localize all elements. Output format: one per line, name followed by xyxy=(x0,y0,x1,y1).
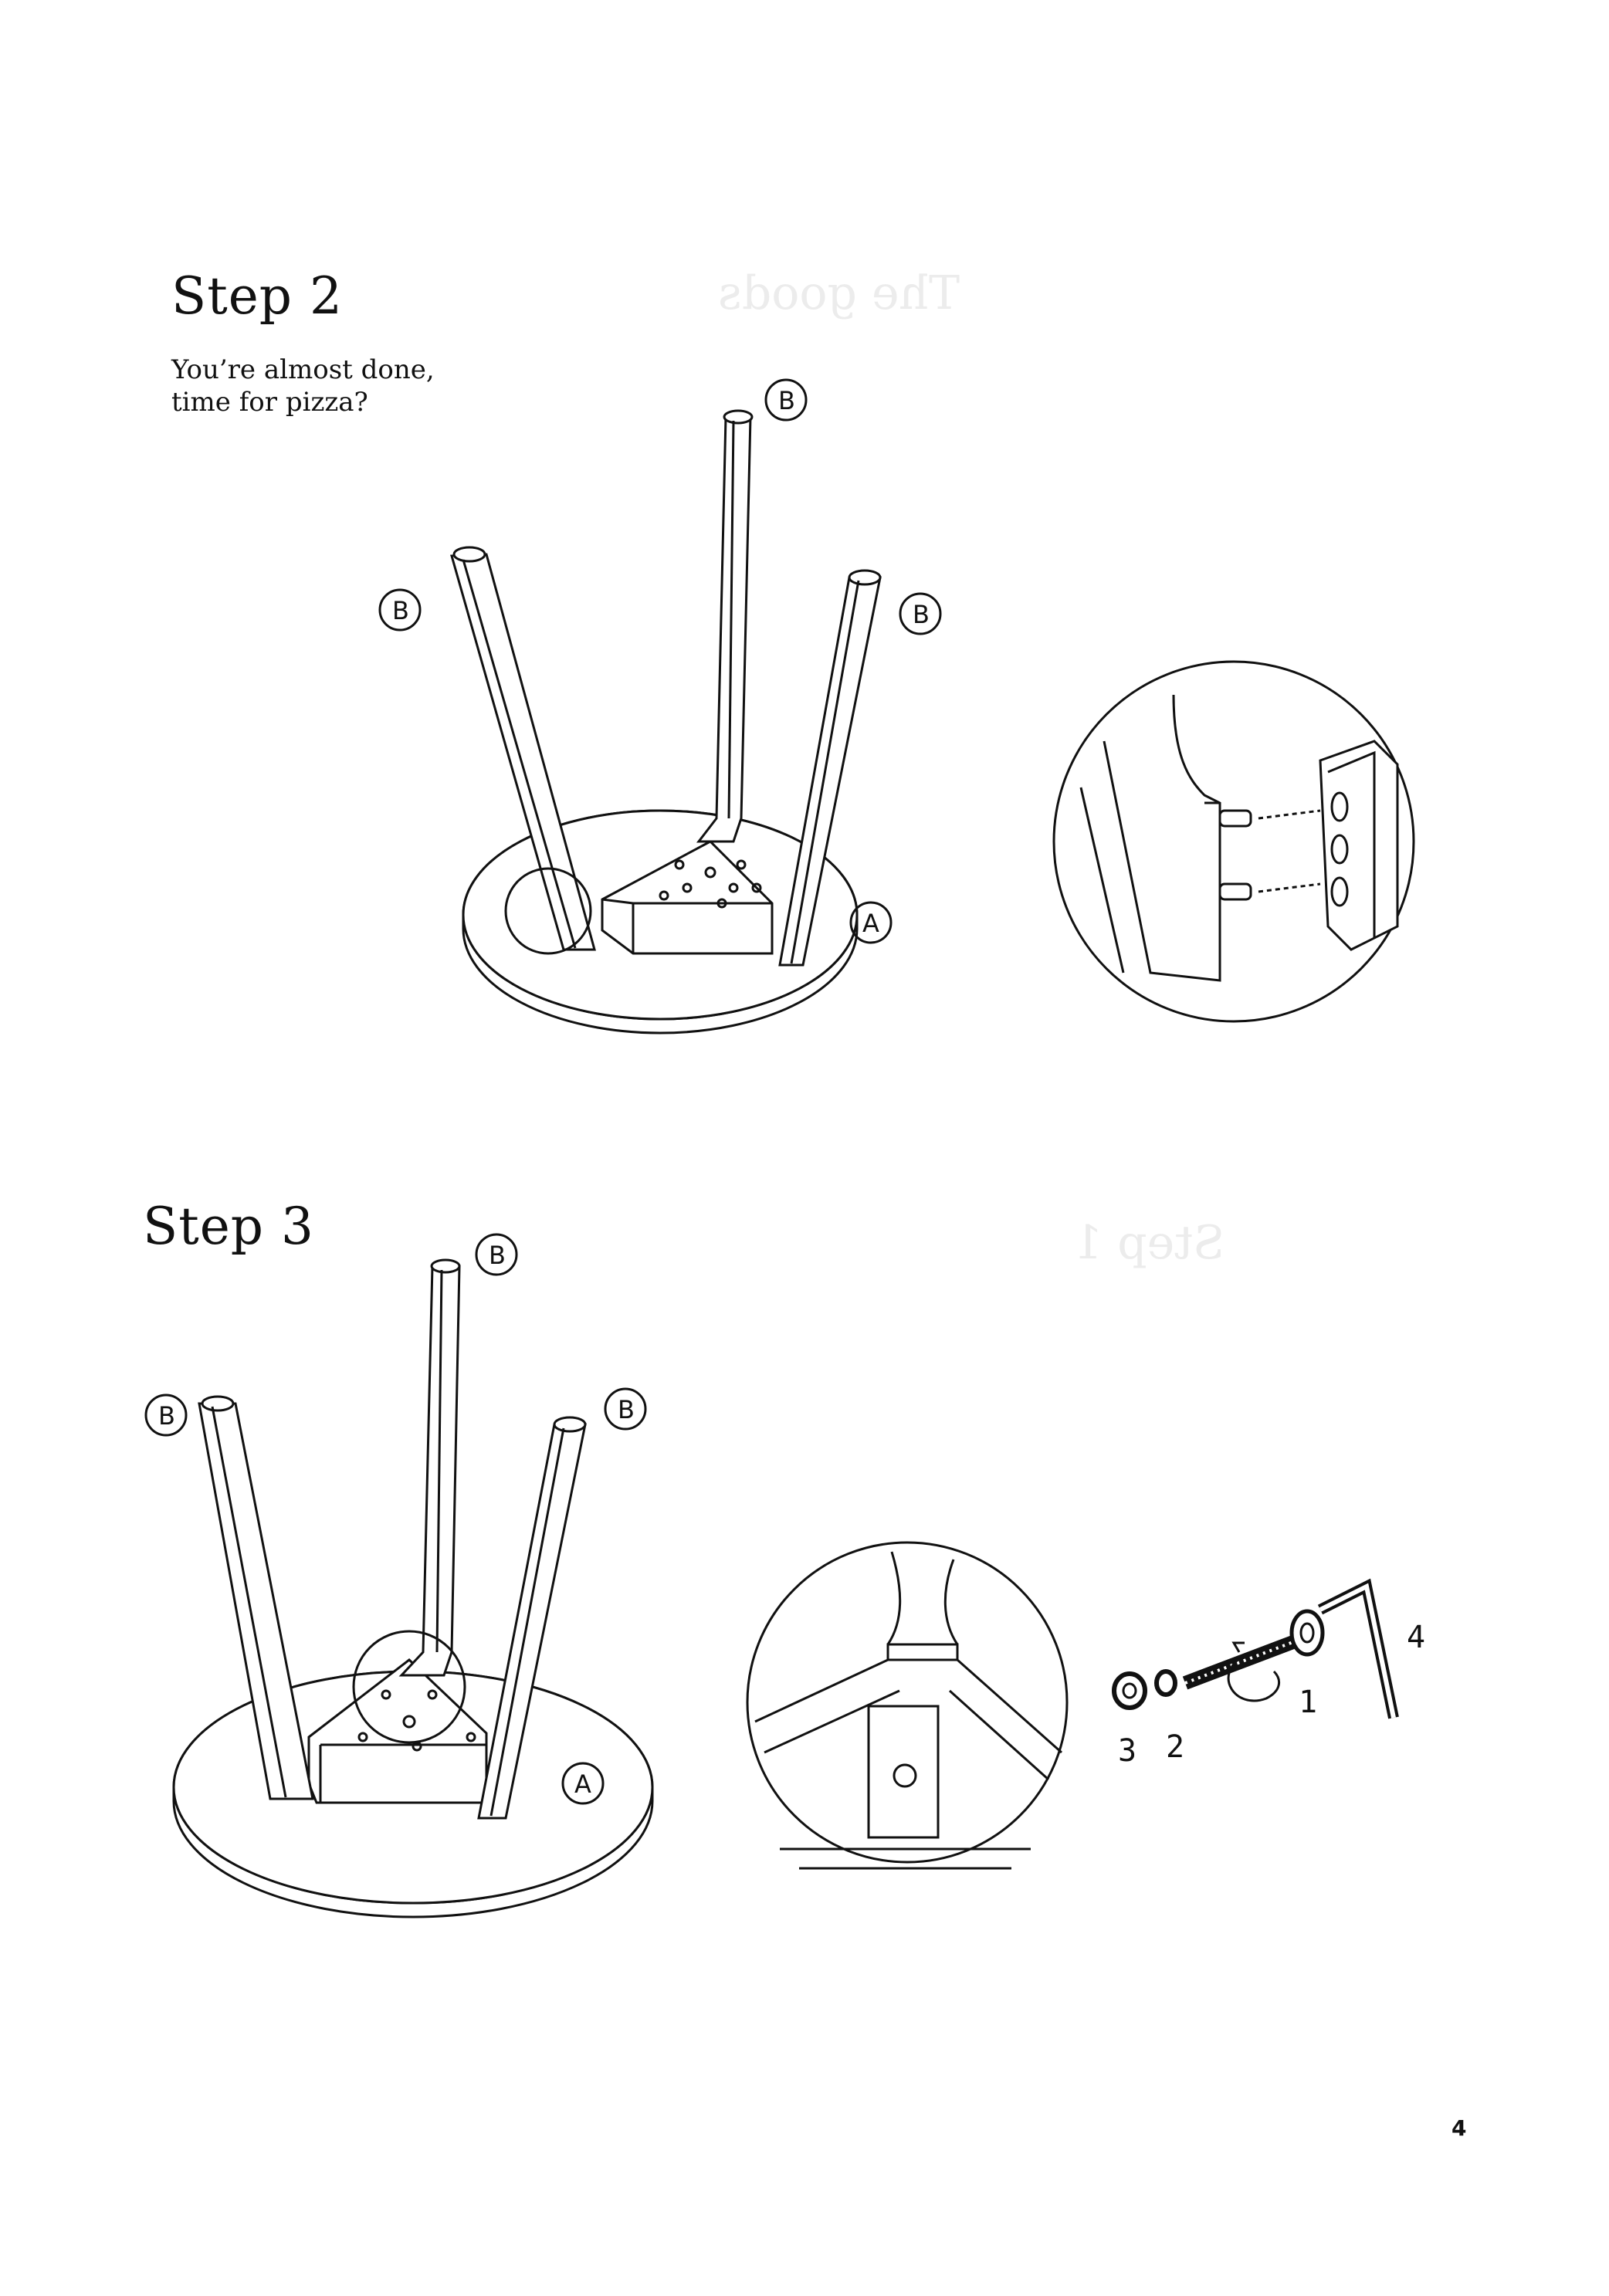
allen-key-icon xyxy=(1317,1578,1399,1719)
step-2-label-b-center xyxy=(764,378,808,422)
step-2-zoom-detail xyxy=(1052,660,1415,1023)
step-3-frame xyxy=(307,1658,488,1804)
step-2-title: Step 2 xyxy=(171,266,344,326)
step-3-title: Step 3 xyxy=(143,1197,315,1256)
step-2-label-b-left-text: B xyxy=(392,596,409,625)
washer-icon xyxy=(1112,1671,1147,1710)
step-2-stool-illustration xyxy=(378,378,942,1035)
part-number-bolt: 1 xyxy=(1299,1685,1318,1720)
step-3-label-b-center-text: B xyxy=(489,1241,506,1270)
step-2-detail-marker xyxy=(504,867,592,955)
step-2-label-a xyxy=(849,901,893,944)
step-2-label-b-right xyxy=(899,592,942,635)
step-3-zoom-detail xyxy=(746,1541,1069,1870)
step-3-leg-center xyxy=(398,1258,461,1677)
step-2-leg-left xyxy=(450,546,596,951)
step-2-label-b-right-text: B xyxy=(913,600,930,629)
step-3-label-b-left-text: B xyxy=(158,1401,175,1431)
part-number-washer: 3 xyxy=(1118,1733,1137,1769)
step-3-label-b-right-text: B xyxy=(618,1395,635,1424)
step-3-leg-left xyxy=(198,1395,314,1800)
step-3-stool-illustration xyxy=(144,1233,654,1918)
spring-washer-icon xyxy=(1154,1669,1177,1697)
step-3-detail-marker xyxy=(352,1630,466,1744)
bolt-icon xyxy=(1182,1609,1325,1702)
part-number-spring-washer: 2 xyxy=(1166,1729,1185,1765)
step-2-label-a-text: A xyxy=(862,909,879,938)
hardware-parts xyxy=(1112,1578,1399,1719)
step-2-label-b-center-text: B xyxy=(778,386,795,415)
step-2-leg-center xyxy=(696,409,754,843)
step-3-label-b-right xyxy=(604,1387,647,1431)
step-2-subtitle-line-2: time for pizza? xyxy=(171,387,368,418)
step-3-label-b-left xyxy=(144,1394,188,1437)
step-3-label-b-center xyxy=(475,1233,518,1276)
step-3-label-a xyxy=(561,1762,605,1805)
step-3-leg-right xyxy=(477,1416,587,1820)
step-2-label-b-left xyxy=(378,588,422,632)
step-2-leg-right xyxy=(778,569,882,967)
step-2-subtitle-line-1: You’re almost done, xyxy=(171,354,435,385)
step-3-label-a-text: A xyxy=(574,1769,591,1799)
part-number-allen-key: 4 xyxy=(1407,1620,1426,1655)
page-number: 4 xyxy=(1451,2115,1467,2141)
